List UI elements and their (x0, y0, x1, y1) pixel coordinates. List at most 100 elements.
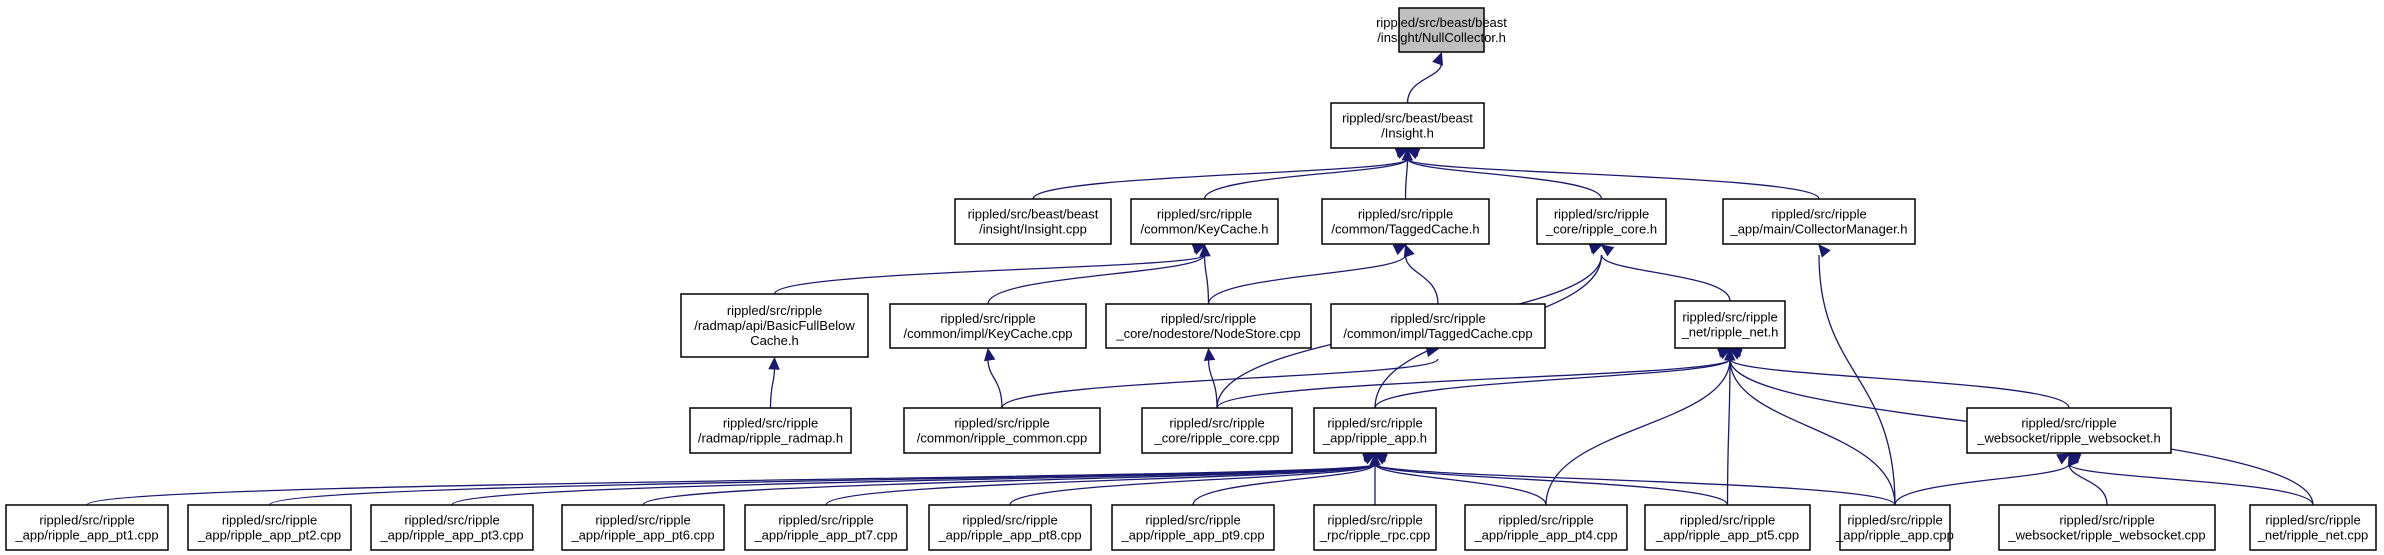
node-box (1674, 300, 1786, 349)
node-box (1398, 7, 1485, 53)
graph-node[interactable]: rippled/src/ripple_core/ripple_core.h (1536, 198, 1667, 245)
graph-node[interactable]: rippled/src/ripple_app/ripple_app_pt2.cp… (187, 504, 352, 551)
nodes-layer: rippled/src/beast/beast/insight/NullColl… (5, 7, 2377, 551)
graph-node[interactable]: rippled/src/ripple_websocket/ripple_webs… (1998, 504, 2216, 551)
edge-n16-to-n11 (1728, 346, 2070, 409)
edge-line (1009, 463, 1376, 506)
node-box (187, 504, 352, 551)
node-box (889, 303, 1087, 349)
arrowhead-15 (768, 356, 780, 370)
node-box (1464, 504, 1628, 551)
edge-n9-to-n4 (1207, 244, 1407, 305)
edge-n11-to-n5 (1600, 244, 1731, 302)
node-label-line: /radmap/api/BasicFullBelow (694, 318, 855, 333)
edge-n22-to-n15 (1009, 451, 1377, 506)
graph-node[interactable]: rippled/src/ripple_app/ripple_app_pt5.cp… (1644, 504, 1811, 551)
node-box (1321, 198, 1490, 245)
graph-node[interactable]: rippled/src/ripple/common/impl/TaggedCac… (1330, 303, 1546, 349)
arrowhead-10 (1403, 243, 1415, 258)
arrowhead-0 (1432, 51, 1443, 66)
edge-line (1726, 358, 1731, 506)
graph-node[interactable]: rippled/src/ripple_websocket/ripple_webs… (1966, 407, 2172, 454)
node-label-line: _rpc/ripple_rpc.cpp (1319, 528, 1431, 543)
graph-node[interactable]: rippled/src/ripple_net/ripple_net.cpp (2249, 504, 2377, 551)
graph-node[interactable]: rippled/src/ripple/common/TaggedCache.h (1321, 198, 1490, 245)
node-label-line: rippled/src/ripple (2021, 416, 2116, 431)
edge-line (1203, 158, 1409, 200)
edge-n9-to-n3 (1199, 243, 1211, 305)
node-box (1536, 198, 1667, 245)
node-label-line: _app/ripple_app_pt9.cpp (1120, 528, 1264, 543)
graph-node[interactable]: rippled/src/ripple_app/ripple_app_pt8.cp… (928, 504, 1092, 551)
edge-line (1207, 358, 1218, 409)
graph-node[interactable]: rippled/src/ripple/common/KeyCache.h (1130, 198, 1279, 245)
graph-node[interactable]: rippled/src/ripple_app/ripple_app_pt3.cp… (370, 504, 534, 551)
node-box (1644, 504, 1811, 551)
edge-n18-to-n15 (268, 449, 1377, 506)
arrowhead-14 (1818, 244, 1831, 258)
graph-node[interactable]: rippled/src/ripple_app/ripple_app_pt1.cp… (5, 504, 169, 551)
graph-node[interactable]: rippled/src/ripple_net/ripple_net.h (1674, 300, 1786, 349)
node-box (1330, 303, 1546, 349)
graph-node[interactable]: rippled/src/ripple_app/ripple_app_pt7.cp… (744, 504, 908, 551)
graph-node[interactable]: rippled/src/ripple_core/ripple_core.cpp (1141, 407, 1293, 454)
edge-line (451, 463, 1376, 506)
node-label-line: /common/KeyCache.h (1141, 222, 1269, 237)
edge-line (987, 358, 1003, 409)
graph-node[interactable]: rippled/src/beast/beast/insight/Insight.… (954, 198, 1112, 245)
edge-n13-to-n10 (1001, 345, 1440, 409)
edge-line (825, 463, 1376, 506)
node-label-line: rippled/src/ripple (727, 303, 822, 318)
node-label-line: rippled/src/ripple (1145, 513, 1240, 528)
edge-n13-to-n8 (983, 347, 1003, 409)
graph-node[interactable]: rippled/src/ripple_app/ripple_app_pt4.cp… (1464, 504, 1628, 551)
node-label-line: _app/ripple_app_pt1.cpp (14, 528, 158, 543)
graph-node[interactable]: rippled/src/ripple/common/impl/KeyCache.… (889, 303, 1087, 349)
graph-node[interactable]: rippled/src/ripple_app/ripple_app.h (1313, 407, 1437, 454)
graph-root-node[interactable]: rippled/src/beast/beast/insight/NullColl… (1376, 7, 1507, 53)
node-label-line: /Insight.h (1381, 126, 1434, 141)
edge-line (1729, 358, 2070, 409)
edge-line (769, 367, 776, 409)
graph-node[interactable]: rippled/src/ripple/common/ripple_common.… (903, 407, 1101, 454)
edge-n1-to-n0 (1406, 51, 1443, 104)
edge-n26-to-n11 (1723, 347, 1736, 506)
edge-n24-to-n15 (1369, 452, 1381, 506)
graph-node[interactable]: rippled/src/ripple_app/ripple_app.cpp (1835, 504, 1954, 551)
node-label-line: rippled/src/ripple (1498, 513, 1593, 528)
node-box (1130, 198, 1279, 245)
edge-n2-to-n1 (1032, 146, 1409, 200)
edge-line (86, 463, 1376, 506)
node-box (1722, 198, 1916, 245)
arrowhead-9 (1392, 244, 1407, 256)
node-label-line: /radmap/ripple_radmap.h (698, 431, 843, 446)
graph-node[interactable]: rippled/src/ripple_app/ripple_app_pt9.cp… (1111, 504, 1275, 551)
edge-line (1374, 463, 1729, 506)
graph-node[interactable]: rippled/src/ripple/radmap/api/BasicFullB… (680, 293, 869, 358)
edge-line (1203, 254, 1210, 305)
graph-node[interactable]: rippled/src/ripple_rpc/ripple_rpc.cpp (1313, 504, 1437, 551)
node-label-line: rippled/src/beast/beast (1342, 111, 1473, 126)
node-label-line: _app/ripple_app_pt4.cpp (1473, 528, 1617, 543)
node-label-line: _core/ripple_core.h (1545, 222, 1657, 237)
edge-line (1032, 158, 1409, 200)
graph-node[interactable]: rippled/src/ripple_app/ripple_app_pt6.cp… (561, 504, 725, 551)
arrowhead-32 (1362, 453, 1377, 465)
edge-line (987, 254, 1206, 305)
graph-node[interactable]: rippled/src/ripple_app/main/CollectorMan… (1722, 198, 1916, 245)
arrowhead-11 (1600, 244, 1615, 257)
node-label-line: /insight/NullCollector.h (1377, 30, 1506, 45)
graph-node[interactable]: rippled/src/ripple_core/nodestore/NodeSt… (1105, 303, 1312, 349)
node-label-line: rippled/src/ripple (778, 513, 873, 528)
graph-node[interactable]: rippled/src/beast/beast/Insight.h (1330, 102, 1485, 149)
node-label-line: rippled/src/ripple (595, 513, 690, 528)
graph-node[interactable]: rippled/src/ripple/radmap/ripple_radmap.… (689, 407, 852, 454)
arrowhead-37 (2056, 453, 2071, 465)
node-label-line: _websocket/ripple_websocket.cpp (2007, 528, 2205, 543)
edge-n6-to-n1 (1406, 145, 1820, 200)
node-label-line: /common/TaggedCache.h (1331, 222, 1479, 237)
node-box (903, 407, 1101, 454)
edge-line (1404, 254, 1439, 305)
node-label-line: _app/ripple_app_pt7.cpp (753, 528, 897, 543)
